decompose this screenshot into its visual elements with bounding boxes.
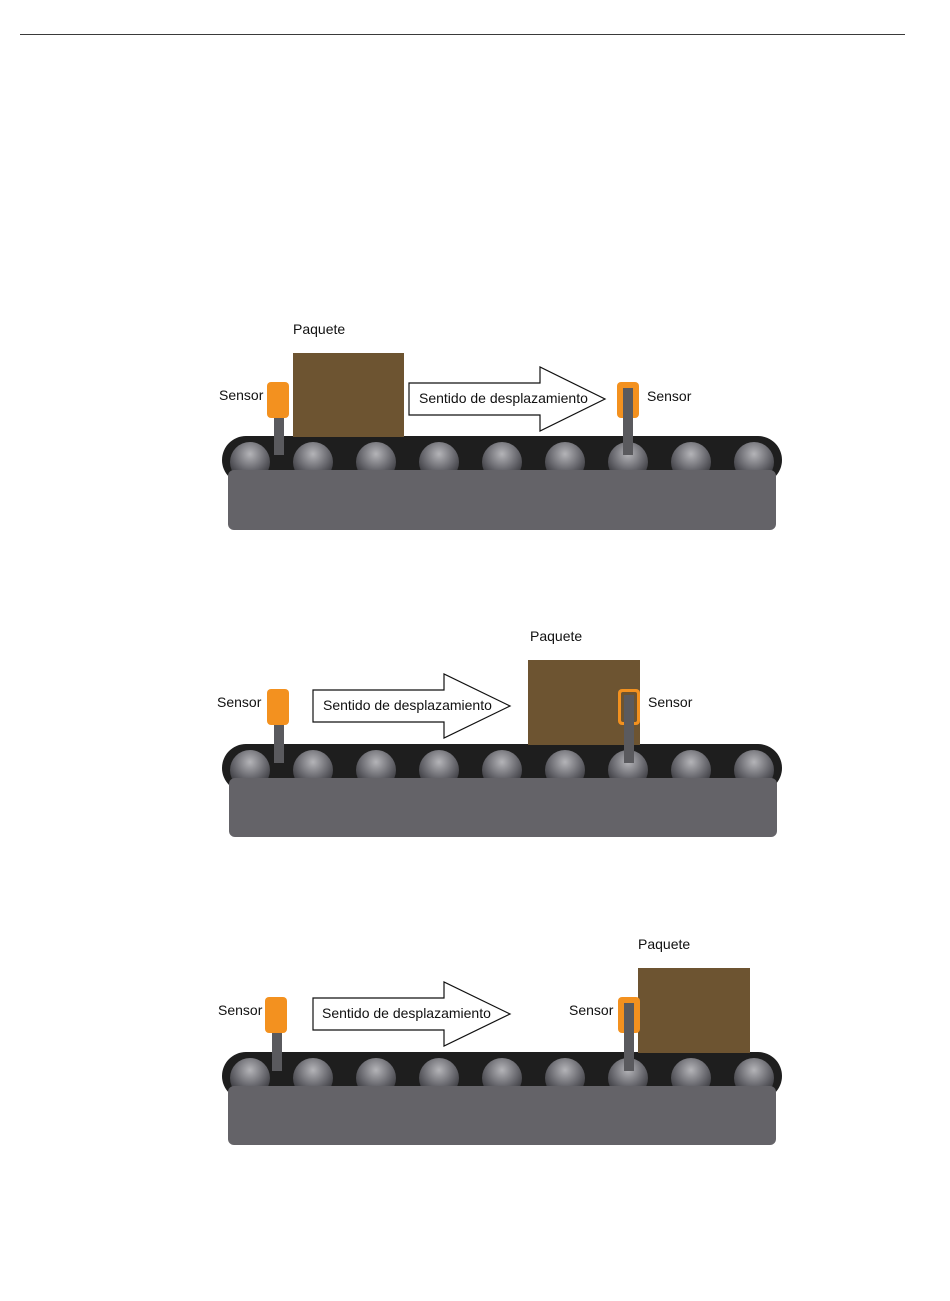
right-sensor-label: Sensor bbox=[647, 388, 692, 404]
left-sensor-icon bbox=[265, 997, 287, 1033]
conveyor-body bbox=[229, 778, 777, 837]
right-sensor-pole bbox=[623, 388, 633, 455]
right-sensor-pole bbox=[624, 1003, 634, 1071]
panel-3: Paquete Sensor Sensor Sentido de desplaz… bbox=[218, 936, 782, 1145]
conveyor-body bbox=[228, 1086, 776, 1145]
direction-arrow-label: Sentido de desplazamiento bbox=[419, 390, 588, 406]
left-sensor-label: Sensor bbox=[217, 694, 262, 710]
package-box bbox=[638, 968, 750, 1053]
left-sensor-label: Sensor bbox=[219, 387, 264, 403]
right-sensor-label: Sensor bbox=[569, 1002, 614, 1018]
direction-arrow-label: Sentido de desplazamiento bbox=[322, 1005, 491, 1021]
left-sensor-label: Sensor bbox=[218, 1002, 263, 1018]
package-label: Paquete bbox=[293, 321, 345, 337]
direction-arrow-label: Sentido de desplazamiento bbox=[323, 697, 492, 713]
left-sensor-icon bbox=[267, 689, 289, 725]
left-sensor-icon bbox=[267, 382, 289, 418]
conveyor-body bbox=[228, 470, 776, 530]
panel-1: Paquete Sensor Sensor Sentido de desplaz… bbox=[219, 321, 782, 530]
package-label: Paquete bbox=[530, 628, 582, 644]
package-label: Paquete bbox=[638, 936, 690, 952]
right-sensor-pole bbox=[624, 695, 634, 763]
panel-2: Paquete Sensor Sensor Sentido de desplaz… bbox=[217, 628, 782, 837]
right-sensor-label: Sensor bbox=[648, 694, 693, 710]
package-box bbox=[293, 353, 404, 437]
